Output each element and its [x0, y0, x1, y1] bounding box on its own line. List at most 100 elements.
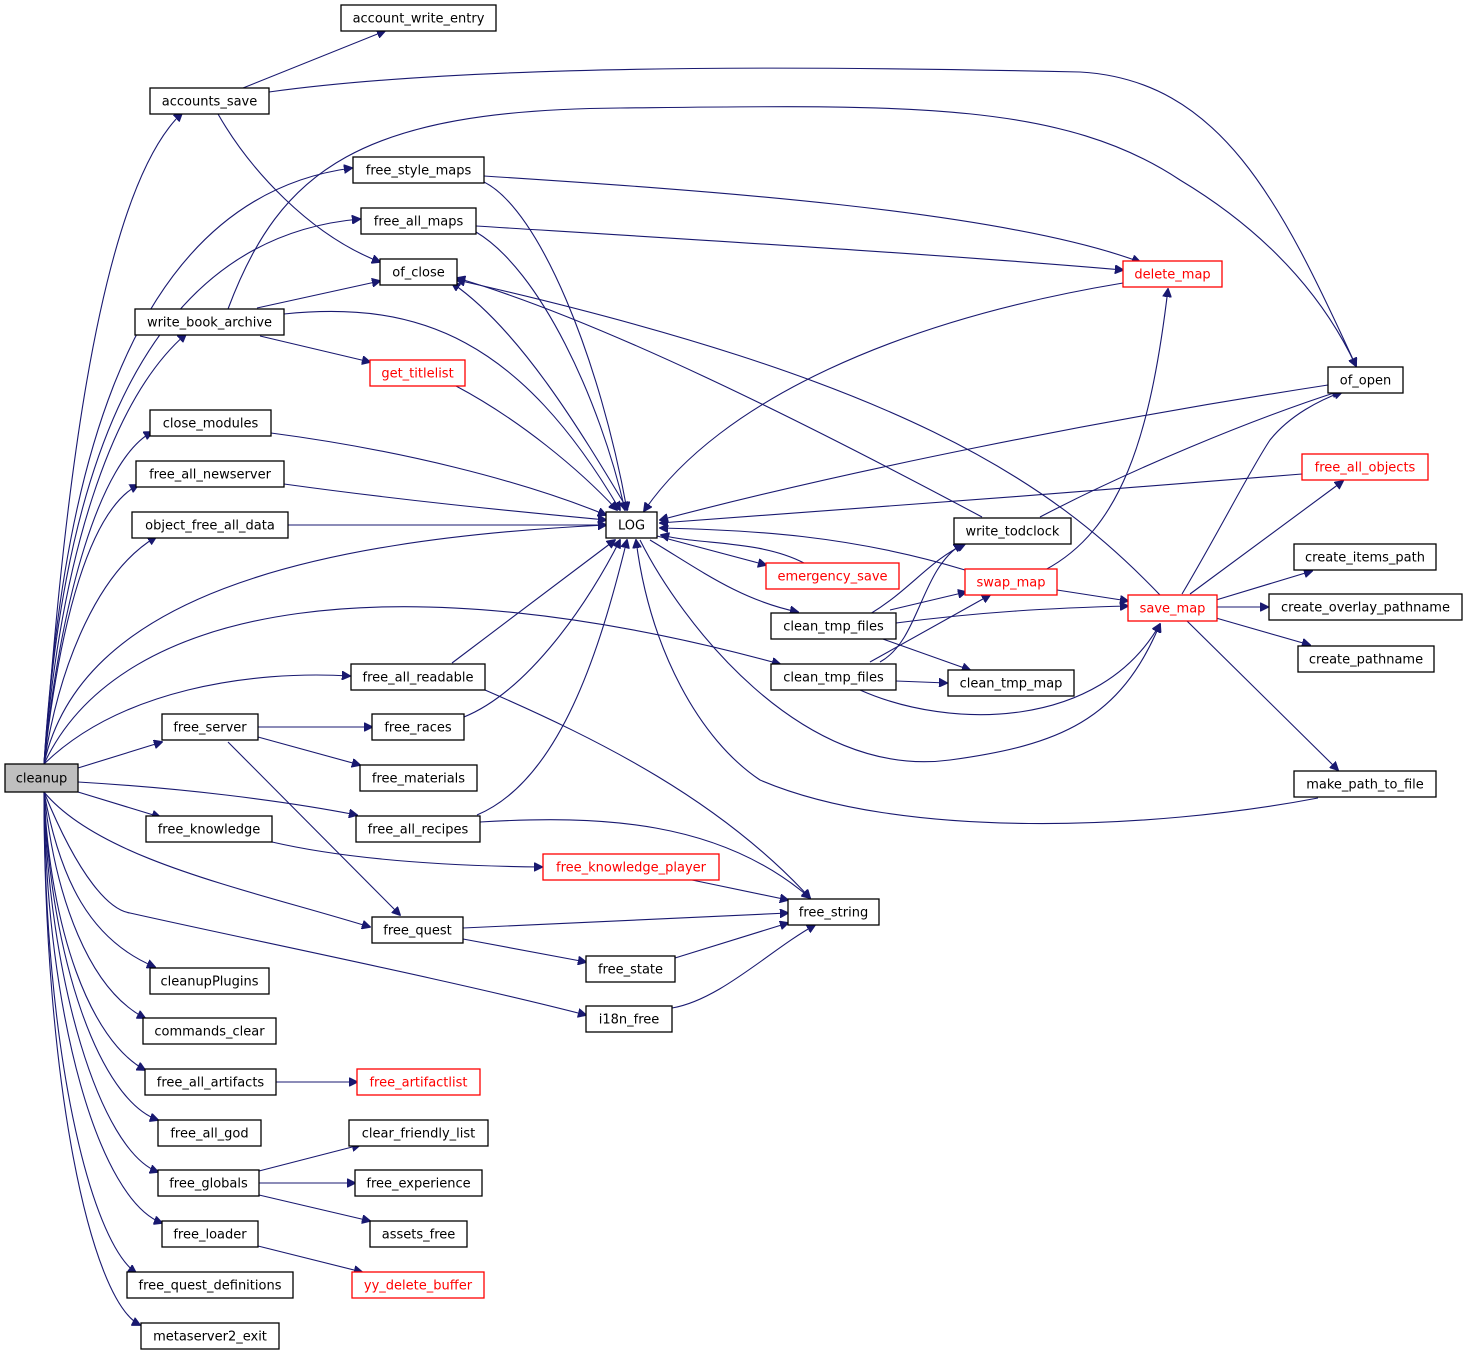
- node-box: [542, 853, 720, 881]
- node-of-open[interactable]: of_open: [1327, 366, 1404, 394]
- edge-free_all_objects-LOG: [660, 473, 1303, 523]
- edges: [43, 31, 1356, 1325]
- edge-cleanup-clean_tmp_files_2: [43, 606, 780, 765]
- node-label: free_quest: [383, 924, 452, 939]
- node-write-todclock[interactable]: write_todclock: [953, 517, 1072, 545]
- edge-clean_tmp_files_2-save_map: [859, 624, 1160, 716]
- node-yy-delete-buffer[interactable]: yy_delete_buffer: [351, 1271, 485, 1299]
- node-box: [605, 511, 658, 539]
- node-make-path-to-file[interactable]: make_path_to_file: [1293, 770, 1437, 798]
- node-box: [360, 207, 477, 235]
- edge-cleanup-cleanupPlugins: [43, 791, 155, 967]
- edge-clean_tmp_files_2-clean_tmp_map: [895, 681, 947, 683]
- node-save-map[interactable]: save_map: [1127, 594, 1218, 622]
- edge-cleanup-commands_clear: [43, 791, 145, 1018]
- node-free-style-maps[interactable]: free_style_maps: [352, 156, 485, 184]
- node-of-close[interactable]: of_close: [379, 258, 458, 286]
- node-free-all-newserver[interactable]: free_all_newserver: [135, 460, 285, 488]
- node-box: [770, 612, 897, 640]
- node-assets-free[interactable]: assets_free: [369, 1220, 468, 1248]
- edge-cleanup-LOG: [43, 525, 606, 765]
- node-clear-friendly-list[interactable]: clear_friendly_list: [348, 1119, 489, 1147]
- node-free-globals[interactable]: free_globals: [157, 1169, 260, 1197]
- node-commands-clear[interactable]: commands_clear: [142, 1017, 277, 1045]
- edge-free_quest-free_state: [462, 938, 586, 962]
- edge-free_knowledge_player-free_string: [691, 879, 788, 900]
- node-create-items-path[interactable]: create_items_path: [1293, 543, 1437, 571]
- node-account-write-entry[interactable]: account_write_entry: [340, 4, 497, 32]
- node-delete-map[interactable]: delete_map: [1122, 260, 1223, 288]
- node-accounts-save[interactable]: accounts_save: [149, 87, 270, 115]
- node-label: emergency_save: [777, 570, 887, 585]
- node-label: accounts_save: [162, 95, 258, 110]
- node-box: [348, 1119, 489, 1147]
- node-label: LOG: [618, 519, 645, 534]
- node-object-free-all-data[interactable]: object_free_all_data: [131, 511, 289, 539]
- node-metaserver2-exit[interactable]: metaserver2_exit: [140, 1322, 280, 1350]
- node-free-materials[interactable]: free_materials: [359, 764, 478, 792]
- node-free-quest[interactable]: free_quest: [371, 916, 464, 944]
- node-write-book-archive[interactable]: write_book_archive: [134, 308, 285, 336]
- edge-free_quest-free_string: [462, 913, 788, 929]
- node-free-string[interactable]: free_string: [787, 898, 880, 926]
- node-LOG[interactable]: LOG: [605, 511, 658, 539]
- edge-LOG-save_map: [639, 539, 1160, 763]
- node-box: [585, 1005, 673, 1033]
- node-free-knowledge[interactable]: free_knowledge: [145, 815, 273, 843]
- node-free-experience[interactable]: free_experience: [354, 1169, 483, 1197]
- node-clean-tmp-files-1[interactable]: clean_tmp_files: [770, 612, 897, 640]
- node-clean-tmp-files-2[interactable]: clean_tmp_files: [770, 663, 897, 691]
- edge-cleanup-free_all_readable: [43, 675, 350, 765]
- node-clean-tmp-map[interactable]: clean_tmp_map: [947, 669, 1075, 697]
- edge-free_globals-clear_friendly_list: [258, 1145, 360, 1172]
- node-free-state[interactable]: free_state: [585, 955, 676, 983]
- edge-of_open-LOG: [660, 384, 1329, 520]
- node-label: clean_tmp_files: [783, 671, 884, 686]
- node-box: [379, 258, 458, 286]
- node-free-server[interactable]: free_server: [161, 713, 259, 741]
- node-box: [947, 669, 1075, 697]
- node-free-quest-definitions[interactable]: free_quest_definitions: [126, 1271, 294, 1299]
- node-label: cleanup: [16, 772, 67, 787]
- node-create-overlay-pathname[interactable]: create_overlay_pathname: [1268, 593, 1463, 621]
- node-free-loader[interactable]: free_loader: [161, 1220, 259, 1248]
- node-label: create_overlay_pathname: [1281, 601, 1450, 616]
- node-box: [340, 4, 497, 32]
- node-free-all-god[interactable]: free_all_god: [157, 1119, 262, 1147]
- node-cleanupPlugins[interactable]: cleanupPlugins: [149, 967, 270, 995]
- node-box: [371, 916, 464, 944]
- node-free-all-artifacts[interactable]: free_all_artifacts: [144, 1068, 277, 1096]
- node-emergency-save[interactable]: emergency_save: [765, 562, 900, 590]
- edge-cleanup-free_knowledge: [77, 791, 160, 817]
- node-label: account_write_entry: [353, 12, 485, 27]
- node-label: free_all_god: [170, 1127, 248, 1142]
- node-free-knowledge-player[interactable]: free_knowledge_player: [542, 853, 720, 881]
- node-free-all-recipes[interactable]: free_all_recipes: [355, 815, 481, 843]
- node-get-titlelist[interactable]: get_titlelist: [369, 359, 466, 387]
- edge-free_server-free_materials: [257, 736, 360, 765]
- node-i18n-free[interactable]: i18n_free: [585, 1005, 673, 1033]
- node-free-races[interactable]: free_races: [371, 713, 465, 741]
- node-close-modules[interactable]: close_modules: [149, 409, 272, 437]
- node-label: delete_map: [1134, 268, 1210, 283]
- edge-cleanup-free_globals: [43, 791, 158, 1172]
- edge-emergency_save-LOG: [661, 535, 805, 564]
- node-label: clear_friendly_list: [362, 1127, 476, 1142]
- node-free-all-objects[interactable]: free_all_objects: [1301, 453, 1429, 481]
- edge-cleanup-i18n_free: [43, 791, 586, 1015]
- edge-write_book_archive-of_open: [227, 106, 1356, 366]
- node-cleanup[interactable]: cleanup: [4, 763, 79, 793]
- node-box: [149, 409, 272, 437]
- edge-free_all_readable-LOG: [451, 540, 615, 664]
- node-label: free_races: [384, 721, 452, 736]
- node-label: write_book_archive: [147, 316, 272, 331]
- node-free-all-maps[interactable]: free_all_maps: [360, 207, 477, 235]
- node-box: [157, 1169, 260, 1197]
- node-create-pathname[interactable]: create_pathname: [1297, 645, 1435, 673]
- edge-write_todclock-of_open: [1039, 391, 1340, 518]
- node-label: free_experience: [366, 1177, 470, 1192]
- node-free-artifactlist[interactable]: free_artifactlist: [356, 1068, 481, 1096]
- node-swap-map[interactable]: swap_map: [964, 568, 1058, 596]
- node-free-all-readable[interactable]: free_all_readable: [350, 663, 486, 691]
- edge-free_races-LOG: [463, 540, 620, 718]
